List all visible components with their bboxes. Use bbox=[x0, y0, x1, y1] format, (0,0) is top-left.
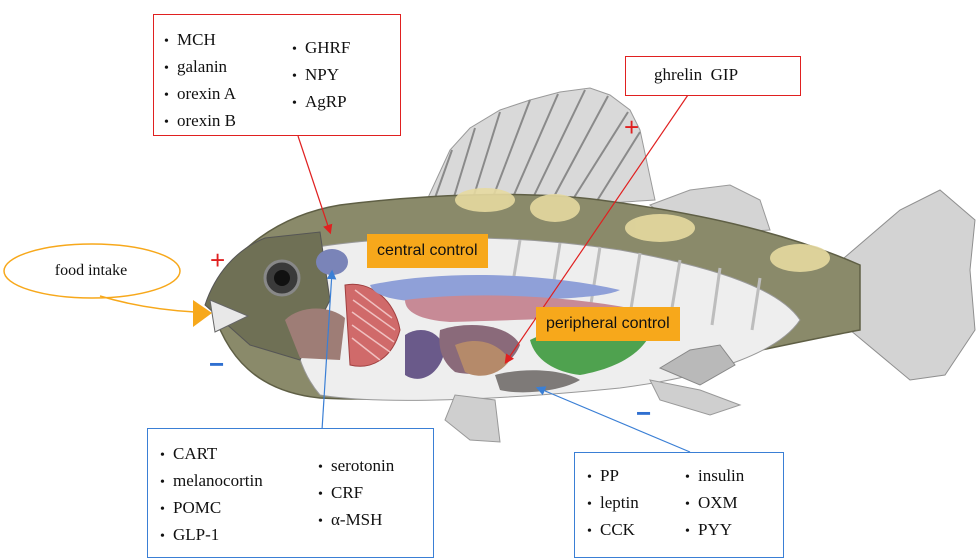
list-item: •orexin B bbox=[164, 108, 236, 135]
orexigenic-col-2: •GHRF •NPY •AgRP bbox=[292, 35, 350, 116]
list-item: •CART bbox=[160, 441, 263, 468]
list-item: •PP bbox=[587, 463, 639, 490]
peripheral-anorexigenic-col-1: •PP •leptin •CCK bbox=[587, 463, 639, 544]
list-item: •GLP-1 bbox=[160, 522, 263, 549]
list-item: •insulin bbox=[685, 463, 744, 490]
central-anorexigenic-box: •CART •melanocortin •POMC •GLP-1 •seroto… bbox=[147, 428, 434, 558]
central-anorexigenic-col-1: •CART •melanocortin •POMC •GLP-1 bbox=[160, 441, 263, 549]
plus-sign-body: + bbox=[624, 114, 639, 140]
peripheral-anorexigenic-line bbox=[538, 388, 690, 452]
peripheral-anorexigenic-box: •PP •leptin •CCK •insulin •OXM •PYY bbox=[574, 452, 784, 558]
peripheral-control-label: peripheral control bbox=[536, 307, 680, 341]
central-anorexigenic-col-2: •serotonin •CRF •α-MSH bbox=[318, 453, 394, 534]
list-item: •galanin bbox=[164, 54, 236, 81]
peripheral-anorexigenic-col-2: •insulin •OXM •PYY bbox=[685, 463, 744, 544]
list-item: •CCK bbox=[587, 517, 639, 544]
orexigenic-arrow bbox=[298, 136, 330, 232]
list-item: •AgRP bbox=[292, 89, 350, 116]
ghrelin-gip-label: ghrelin GIP bbox=[654, 65, 738, 85]
orexigenic-factors-box: •MCH •galanin •orexin A •orexin B •GHRF … bbox=[153, 14, 401, 136]
list-item: •NPY bbox=[292, 62, 350, 89]
food-intake-arrowhead bbox=[193, 300, 212, 327]
list-item: •serotonin bbox=[318, 453, 394, 480]
orexigenic-col-1: •MCH •galanin •orexin A •orexin B bbox=[164, 27, 236, 135]
list-item: •GHRF bbox=[292, 35, 350, 62]
food-intake-label: food intake bbox=[16, 248, 166, 294]
list-item: •α-MSH bbox=[318, 507, 394, 534]
list-item: •MCH bbox=[164, 27, 236, 54]
list-item: •OXM bbox=[685, 490, 744, 517]
central-anorexigenic-line bbox=[322, 272, 332, 430]
list-item: •CRF bbox=[318, 480, 394, 507]
ghrelin-box: ghrelin GIP bbox=[625, 56, 801, 96]
minus-sign-body: − bbox=[636, 400, 651, 426]
list-item: •melanocortin bbox=[160, 468, 263, 495]
list-item: •orexin A bbox=[164, 81, 236, 108]
list-item: •leptin bbox=[587, 490, 639, 517]
plus-sign-head: + bbox=[210, 247, 225, 273]
minus-sign-head: − bbox=[209, 351, 224, 377]
list-item: •POMC bbox=[160, 495, 263, 522]
list-item: •PYY bbox=[685, 517, 744, 544]
central-control-label: central control bbox=[367, 234, 488, 268]
food-intake-pointer bbox=[100, 296, 195, 312]
